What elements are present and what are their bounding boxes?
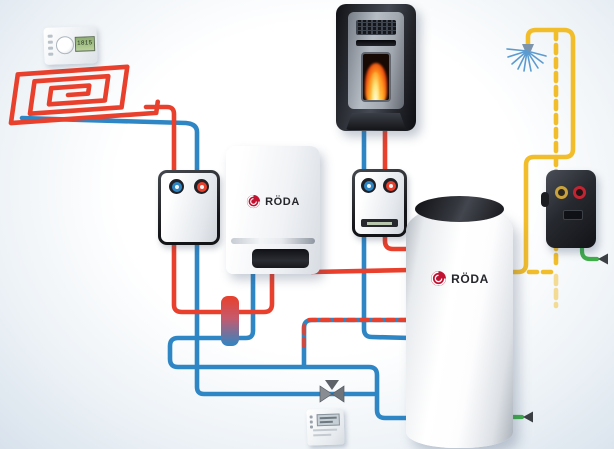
control-unit-mount xyxy=(541,192,549,207)
boiler-bottom-panel xyxy=(252,249,309,268)
shower-spray-icon xyxy=(506,44,547,72)
hydraulic-header xyxy=(221,296,239,346)
stove-front-panel xyxy=(348,12,404,109)
controller-buttons xyxy=(309,415,314,429)
pump-station-face xyxy=(161,173,217,242)
tank-top-cap xyxy=(415,196,504,222)
tank-brand-text: RÖDA xyxy=(451,271,489,286)
boiler-trim-strip xyxy=(231,238,315,244)
controller-display xyxy=(316,413,340,427)
flow-arrow-icon xyxy=(598,253,608,265)
roda-logo-icon xyxy=(247,194,261,209)
mixed-return-dashed-line xyxy=(301,317,411,355)
thermostat-display: 1815 xyxy=(74,36,96,52)
controller-label-line xyxy=(313,428,338,432)
thermostat-dial-icon xyxy=(55,35,75,55)
tank-logo: RÖDA xyxy=(406,270,513,287)
heating-return-pipes xyxy=(19,115,413,421)
temperature-knob-icon xyxy=(573,186,586,199)
tank-body xyxy=(406,205,513,448)
pump-display xyxy=(361,219,398,227)
cold-gauge-icon xyxy=(169,179,184,194)
pellet-stove xyxy=(336,4,416,131)
controller-label-line xyxy=(313,433,332,437)
hot-gauge-icon xyxy=(383,178,398,193)
stove-base xyxy=(346,113,406,130)
cold-gauge-icon xyxy=(361,178,376,193)
cold-water-pipes xyxy=(508,243,608,423)
wall-boiler: RÖDA xyxy=(226,146,320,274)
dhw-pipes xyxy=(509,27,576,309)
pump-station-stove xyxy=(352,169,407,237)
dhw-control-unit xyxy=(541,170,596,248)
hot-gauge-icon xyxy=(194,179,209,194)
stove-window xyxy=(361,52,391,102)
boiler-brand-text: RÖDA xyxy=(265,195,300,208)
boiler-logo: RÖDA xyxy=(226,194,320,209)
stove-grille xyxy=(356,20,396,35)
pump-station-floor-heating xyxy=(158,170,220,245)
dhw-knob-icon xyxy=(555,186,568,199)
stove-flame-core xyxy=(370,72,382,100)
control-unit-badge xyxy=(563,210,583,220)
storage-tank: RÖDA xyxy=(406,196,513,448)
pump-station-face xyxy=(355,172,404,234)
roda-logo-icon xyxy=(431,271,447,286)
room-controller xyxy=(306,408,345,446)
stove-air-slot xyxy=(356,40,396,46)
underfloor-heating-coil xyxy=(11,64,163,123)
room-thermostat: 1815 xyxy=(43,26,98,65)
three-way-valve-icon xyxy=(319,380,345,403)
flow-arrow-icon xyxy=(523,411,533,423)
thermostat-buttons xyxy=(47,34,54,56)
heating-flow-pipes xyxy=(11,64,413,315)
